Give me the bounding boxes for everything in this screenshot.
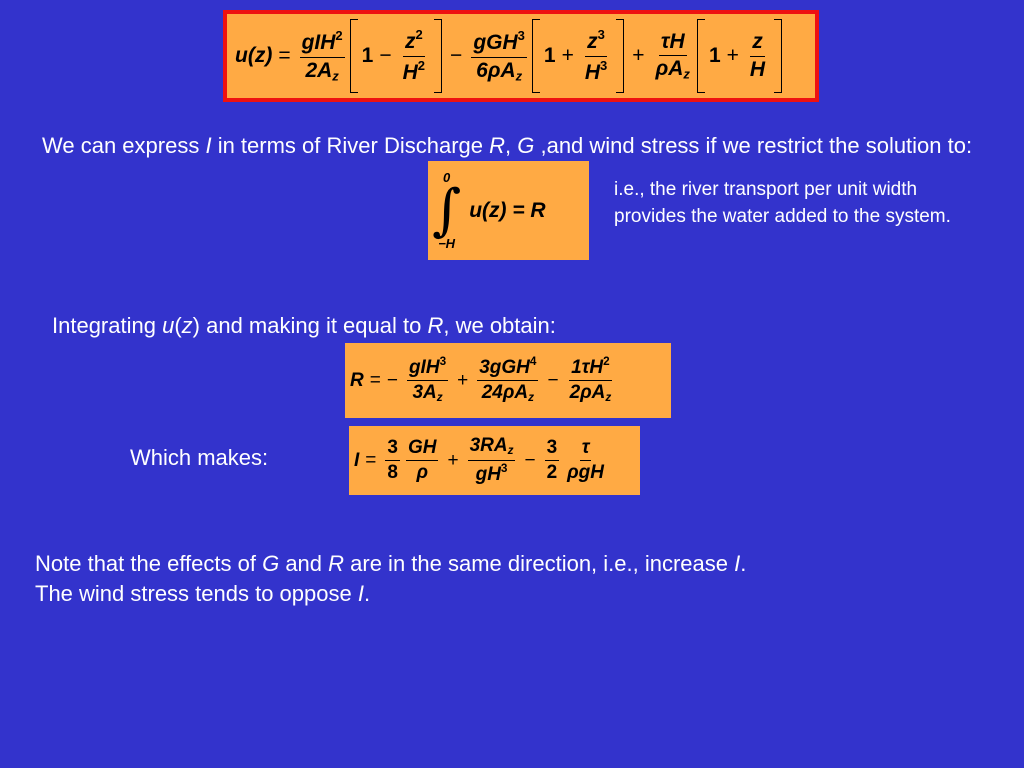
- note-line-1: Note that the effects of G and R are in …: [35, 551, 747, 576]
- eq-term1: gIH2 2Az: [299, 28, 345, 83]
- bracket-group-2: 1 + z3 H3: [530, 19, 626, 93]
- eq-term2: gGH3 6ρAz: [471, 28, 527, 83]
- integral-sign: 0 ∫ −H: [432, 169, 462, 251]
- integral-body: u(z) = R: [469, 198, 546, 222]
- paragraph-express-I: We can express I in terms of River Disch…: [42, 133, 973, 158]
- R-equation-box: R =− gIH3 3Az + 3gGH4 24ρAz − 1τH2 2ρAz: [345, 343, 671, 418]
- main-equation-box: u(z) = gIH2 2Az 1 − z2 H2 − gGH3 6ρAz 1 …: [223, 10, 819, 102]
- eq-lhs: u(z): [235, 44, 273, 67]
- note-line-2: The wind stress tends to oppose I.: [35, 581, 371, 606]
- side-note: i.e., the river transport per unit width…: [614, 179, 951, 227]
- bracket-group-3: 1 + z H: [695, 19, 784, 93]
- which-makes-label: Which makes:: [130, 445, 269, 470]
- eq-term3: τH ρAz: [655, 30, 690, 82]
- integral-equation-box: 0 ∫ −H u(z) = R: [428, 161, 589, 260]
- paragraph-note: Note that the effects of G and R are in …: [35, 549, 995, 609]
- bracket-group-1: 1 − z2 H2: [348, 19, 444, 93]
- I-equation-box: I = 3 8 GH ρ + 3RAz gH3 − 3 2 τ ρgH: [349, 426, 640, 495]
- paragraph-integrating: Integrating u(z) and making it equal to …: [52, 313, 556, 338]
